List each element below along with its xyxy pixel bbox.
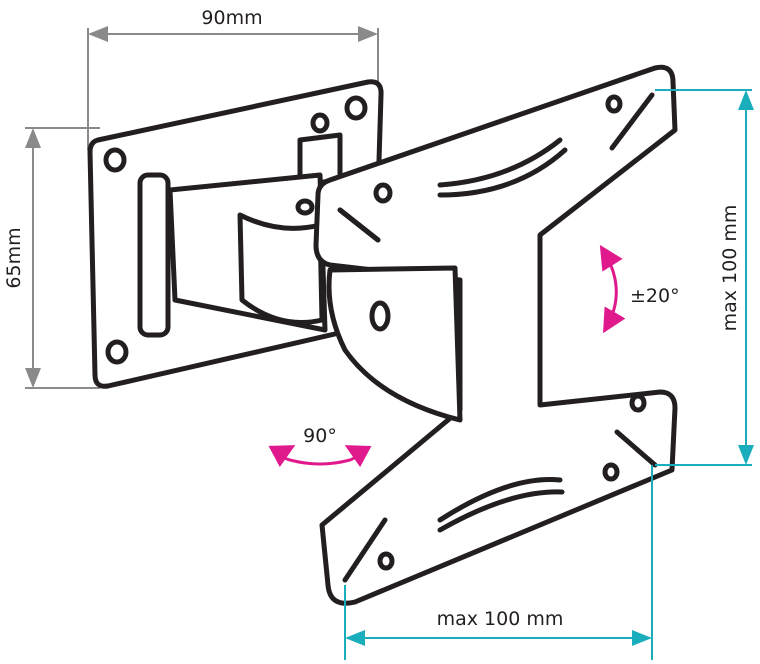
swivel-label: 90° [303,425,337,447]
vesa-horizontal-label: max 100 mm [437,608,564,630]
swivel-arrow-icon [268,445,372,468]
width-label: 90mm [201,7,262,29]
wall-plate [87,79,384,389]
tilt-label: ±20° [630,285,680,307]
swivel-indicator: 90° [268,425,372,468]
vesa-vertical-dimension: max 100 mm [655,89,754,466]
width-dimension: 90mm [87,7,379,150]
vesa-horizontal-dimension: max 100 mm [344,465,653,660]
tilt-indicator: ±20° [599,244,680,334]
vesa-plate [313,64,678,606]
tilt-arrow-icon [599,244,626,334]
height-dimension: 65mm [3,127,100,389]
vesa-vertical-label: max 100 mm [719,205,741,332]
height-label: 65mm [3,227,25,288]
